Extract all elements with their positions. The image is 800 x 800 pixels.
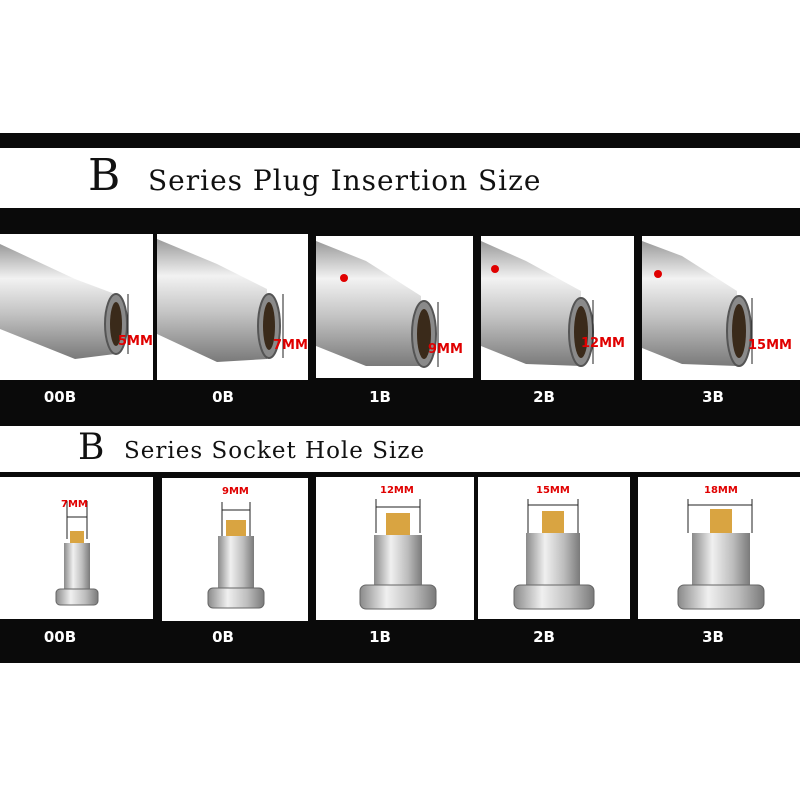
socket-model-1b: 1B xyxy=(369,628,391,646)
plug-model-2b: 2B xyxy=(533,388,555,406)
socket-section-title: Series Socket Hole Size xyxy=(124,438,426,464)
plug-size-00b: 5MM xyxy=(118,334,153,349)
plug-model-1b: 1B xyxy=(369,388,391,406)
socket-model-0b: 0B xyxy=(212,628,234,646)
socket-size-2b: 15MM xyxy=(536,485,570,496)
plug-size-2b: 12MM xyxy=(581,336,625,351)
plug-size-1b: 9MM xyxy=(428,342,463,357)
socket-tile-0b: 9MM xyxy=(162,478,308,621)
plug-image-3b xyxy=(642,241,753,367)
socket-image-0b xyxy=(207,502,265,609)
socket-tile-00b: 7MM xyxy=(0,477,153,619)
plug-section-title-letter: B xyxy=(88,150,121,201)
plug-tile-0b: 7MM xyxy=(157,234,308,380)
plug-section-banner: B Series Plug Insertion Size xyxy=(0,148,800,208)
socket-image-00b xyxy=(55,501,99,606)
plug-tile-00b: 5MM xyxy=(0,234,153,380)
plug-tile-2b: 12MM xyxy=(481,236,634,380)
plug-size-0b: 7MM xyxy=(273,338,308,353)
plug-model-0b: 0B xyxy=(212,388,234,406)
socket-image-3b xyxy=(677,499,765,610)
socket-model-00b: 00B xyxy=(43,628,77,646)
plug-tile-3b: 15MM xyxy=(642,236,800,380)
plug-model-3b: 3B xyxy=(702,388,724,406)
socket-size-1b: 12MM xyxy=(380,485,414,496)
socket-size-0b: 9MM xyxy=(222,486,249,497)
plug-tile-1b: 9MM xyxy=(316,236,473,378)
socket-tile-2b: 15MM xyxy=(478,477,630,619)
plug-image-00b xyxy=(0,244,129,359)
socket-size-00b: 7MM xyxy=(61,499,88,510)
plug-size-3b: 15MM xyxy=(748,338,792,353)
plug-model-00b: 00B xyxy=(43,388,77,406)
plug-image-1b xyxy=(316,241,439,368)
socket-section-banner: B Series Socket Hole Size xyxy=(0,426,800,472)
socket-tile-3b: 18MM xyxy=(638,477,800,619)
socket-size-3b: 18MM xyxy=(704,485,738,496)
socket-section-title-letter: B xyxy=(78,427,105,468)
socket-model-2b: 2B xyxy=(533,628,555,646)
plug-image-0b xyxy=(157,239,284,362)
socket-image-2b xyxy=(513,499,595,610)
socket-tile-1b: 12MM xyxy=(316,477,474,620)
socket-model-3b: 3B xyxy=(702,628,724,646)
plug-section-title: Series Plug Insertion Size xyxy=(148,164,542,197)
socket-image-1b xyxy=(359,499,437,610)
plug-image-2b xyxy=(481,241,594,367)
